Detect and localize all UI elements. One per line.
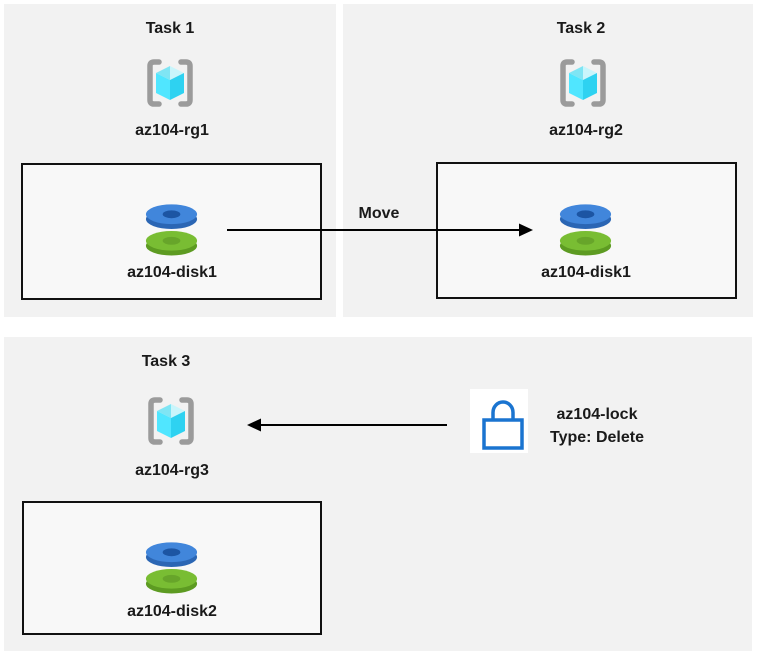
task2-title: Task 2: [556, 20, 606, 37]
disk-icon: [145, 204, 198, 256]
task2-disk-box: [436, 162, 737, 299]
disk-icon: [145, 542, 198, 594]
resource-group-icon: [142, 56, 198, 110]
resource-group-icon: [143, 394, 199, 448]
task3-resource-group-label: az104-rg3: [135, 462, 209, 479]
lock-annotation: az104-lock Type: Delete: [497, 403, 697, 449]
lock-arrow: [247, 418, 447, 432]
task1-disk-label: az104-disk1: [127, 264, 217, 281]
move-arrow: [227, 223, 533, 237]
task2-disk-label: az104-disk1: [541, 264, 631, 281]
task2-resource-group-label: az104-rg2: [549, 122, 623, 139]
task3-disk-box: [22, 501, 322, 635]
task3-title: Task 3: [141, 353, 191, 370]
lock-icon: [482, 400, 524, 450]
disk-icon: [559, 204, 612, 256]
task1-resource-group-label: az104-rg1: [135, 122, 209, 139]
move-arrow-label: Move: [358, 205, 400, 222]
lock-type: Type: Delete: [550, 429, 644, 446]
lock-name: az104-lock: [556, 406, 638, 423]
lock-tile: [470, 389, 528, 453]
task3-disk-label: az104-disk2: [127, 603, 217, 620]
resource-group-icon: [555, 56, 611, 110]
task1-title: Task 1: [145, 20, 195, 37]
